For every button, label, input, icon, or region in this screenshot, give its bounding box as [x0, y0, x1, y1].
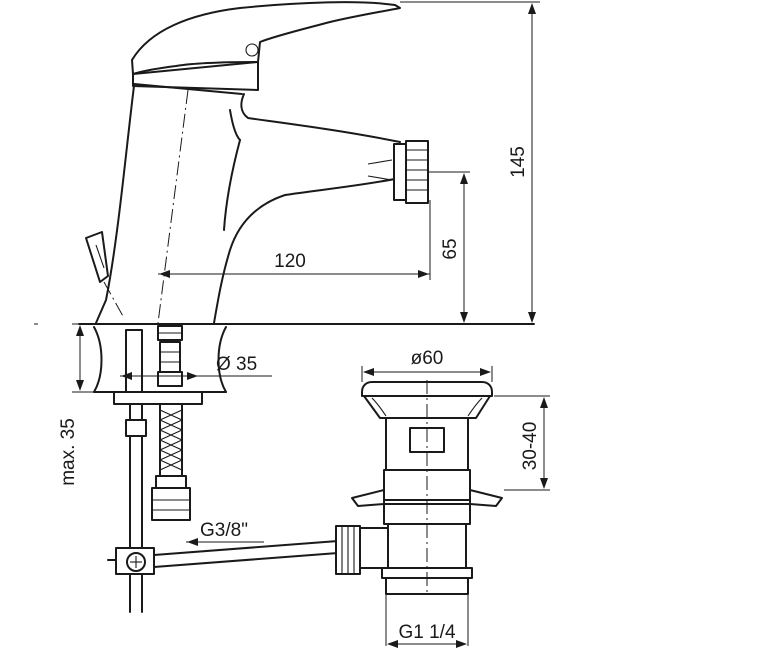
- waste-thread-label: G1 1/4: [398, 622, 455, 643]
- spout-height-label: 65: [440, 238, 461, 259]
- mixer-body: [85, 1, 429, 324]
- max-deck-thickness-label: max. 35: [58, 418, 79, 486]
- height-total-label: 145: [508, 146, 529, 178]
- spout-reach-label: 120: [274, 251, 306, 272]
- supply-thread-label: G3/8": [200, 520, 248, 541]
- mounting-hardware: [107, 391, 339, 613]
- dimension-labels: 145 65 120 Ø 35 max. 35 G3/8" ø60 30-40 …: [58, 146, 541, 643]
- waste-diameter-label: ø60: [411, 348, 444, 369]
- plug-lift-label: 30-40: [520, 422, 541, 471]
- waste-drain: [335, 380, 503, 596]
- mount-hole-diameter-label: Ø 35: [216, 354, 257, 375]
- dimension-lines: [34, 1, 550, 648]
